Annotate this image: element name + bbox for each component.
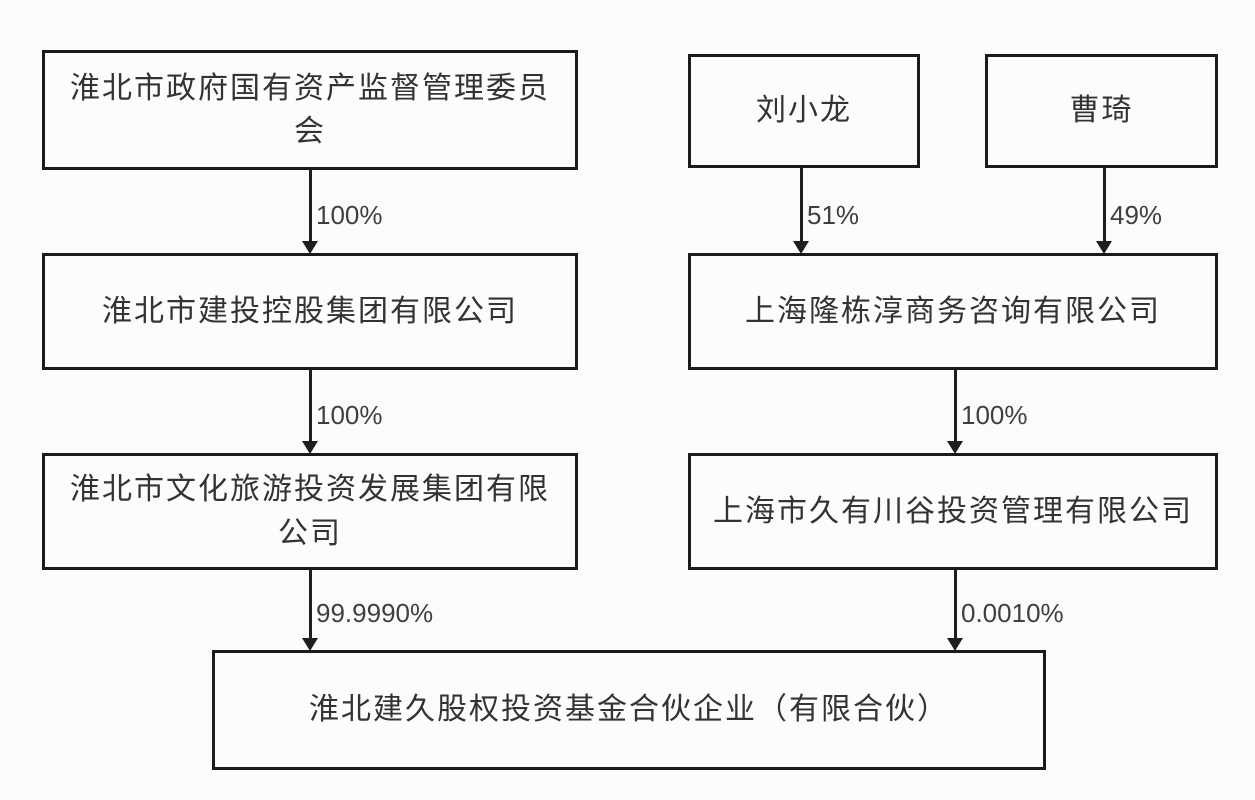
edge-label-cao-longdongchun: 49%: [1110, 200, 1163, 230]
edge-line-wenlv-fund: [309, 570, 312, 639]
edge-label-jiuyou-fund: 0.0010%: [961, 598, 1064, 628]
node-sasac: 淮北市政府国有资产监督管理委员 会: [42, 50, 578, 170]
node-jiuyou: 上海市久有川谷投资管理有限公司: [688, 453, 1218, 570]
node-fund: 淮北建久股权投资基金合伙企业（有限合伙）: [212, 650, 1046, 770]
edge-line-sasac-jiantou: [309, 170, 312, 242]
node-jiantou: 淮北市建投控股集团有限公司: [42, 253, 578, 370]
arrow-down-icon: [947, 441, 963, 454]
edge-line-longdongchun-jiuyou: [954, 370, 957, 442]
arrow-down-icon: [793, 241, 809, 254]
edge-label-longdongchun-jiuyou: 100%: [961, 400, 1028, 430]
arrow-down-icon: [302, 441, 318, 454]
node-longdongchun: 上海隆栋淳商务咨询有限公司: [688, 253, 1218, 370]
node-liu-xiaolong: 刘小龙: [688, 54, 920, 168]
edge-line-cao-longdongchun: [1103, 168, 1106, 242]
edge-line-jiantou-wenlv: [309, 370, 312, 442]
node-cao-qi: 曹琦: [985, 54, 1218, 168]
edge-label-liu-longdongchun: 51%: [807, 200, 860, 230]
edge-line-liu-longdongchun: [800, 168, 803, 242]
edge-label-jiantou-wenlv: 100%: [316, 400, 383, 430]
edge-line-jiuyou-fund: [954, 570, 957, 639]
edge-label-sasac-jiantou: 100%: [316, 200, 383, 230]
arrow-down-icon: [302, 638, 318, 651]
arrow-down-icon: [947, 638, 963, 651]
arrow-down-icon: [1096, 241, 1112, 254]
node-wenlv: 淮北市文化旅游投资发展集团有限 公司: [42, 453, 578, 570]
edge-label-wenlv-fund: 99.9990%: [316, 598, 434, 628]
arrow-down-icon: [302, 241, 318, 254]
